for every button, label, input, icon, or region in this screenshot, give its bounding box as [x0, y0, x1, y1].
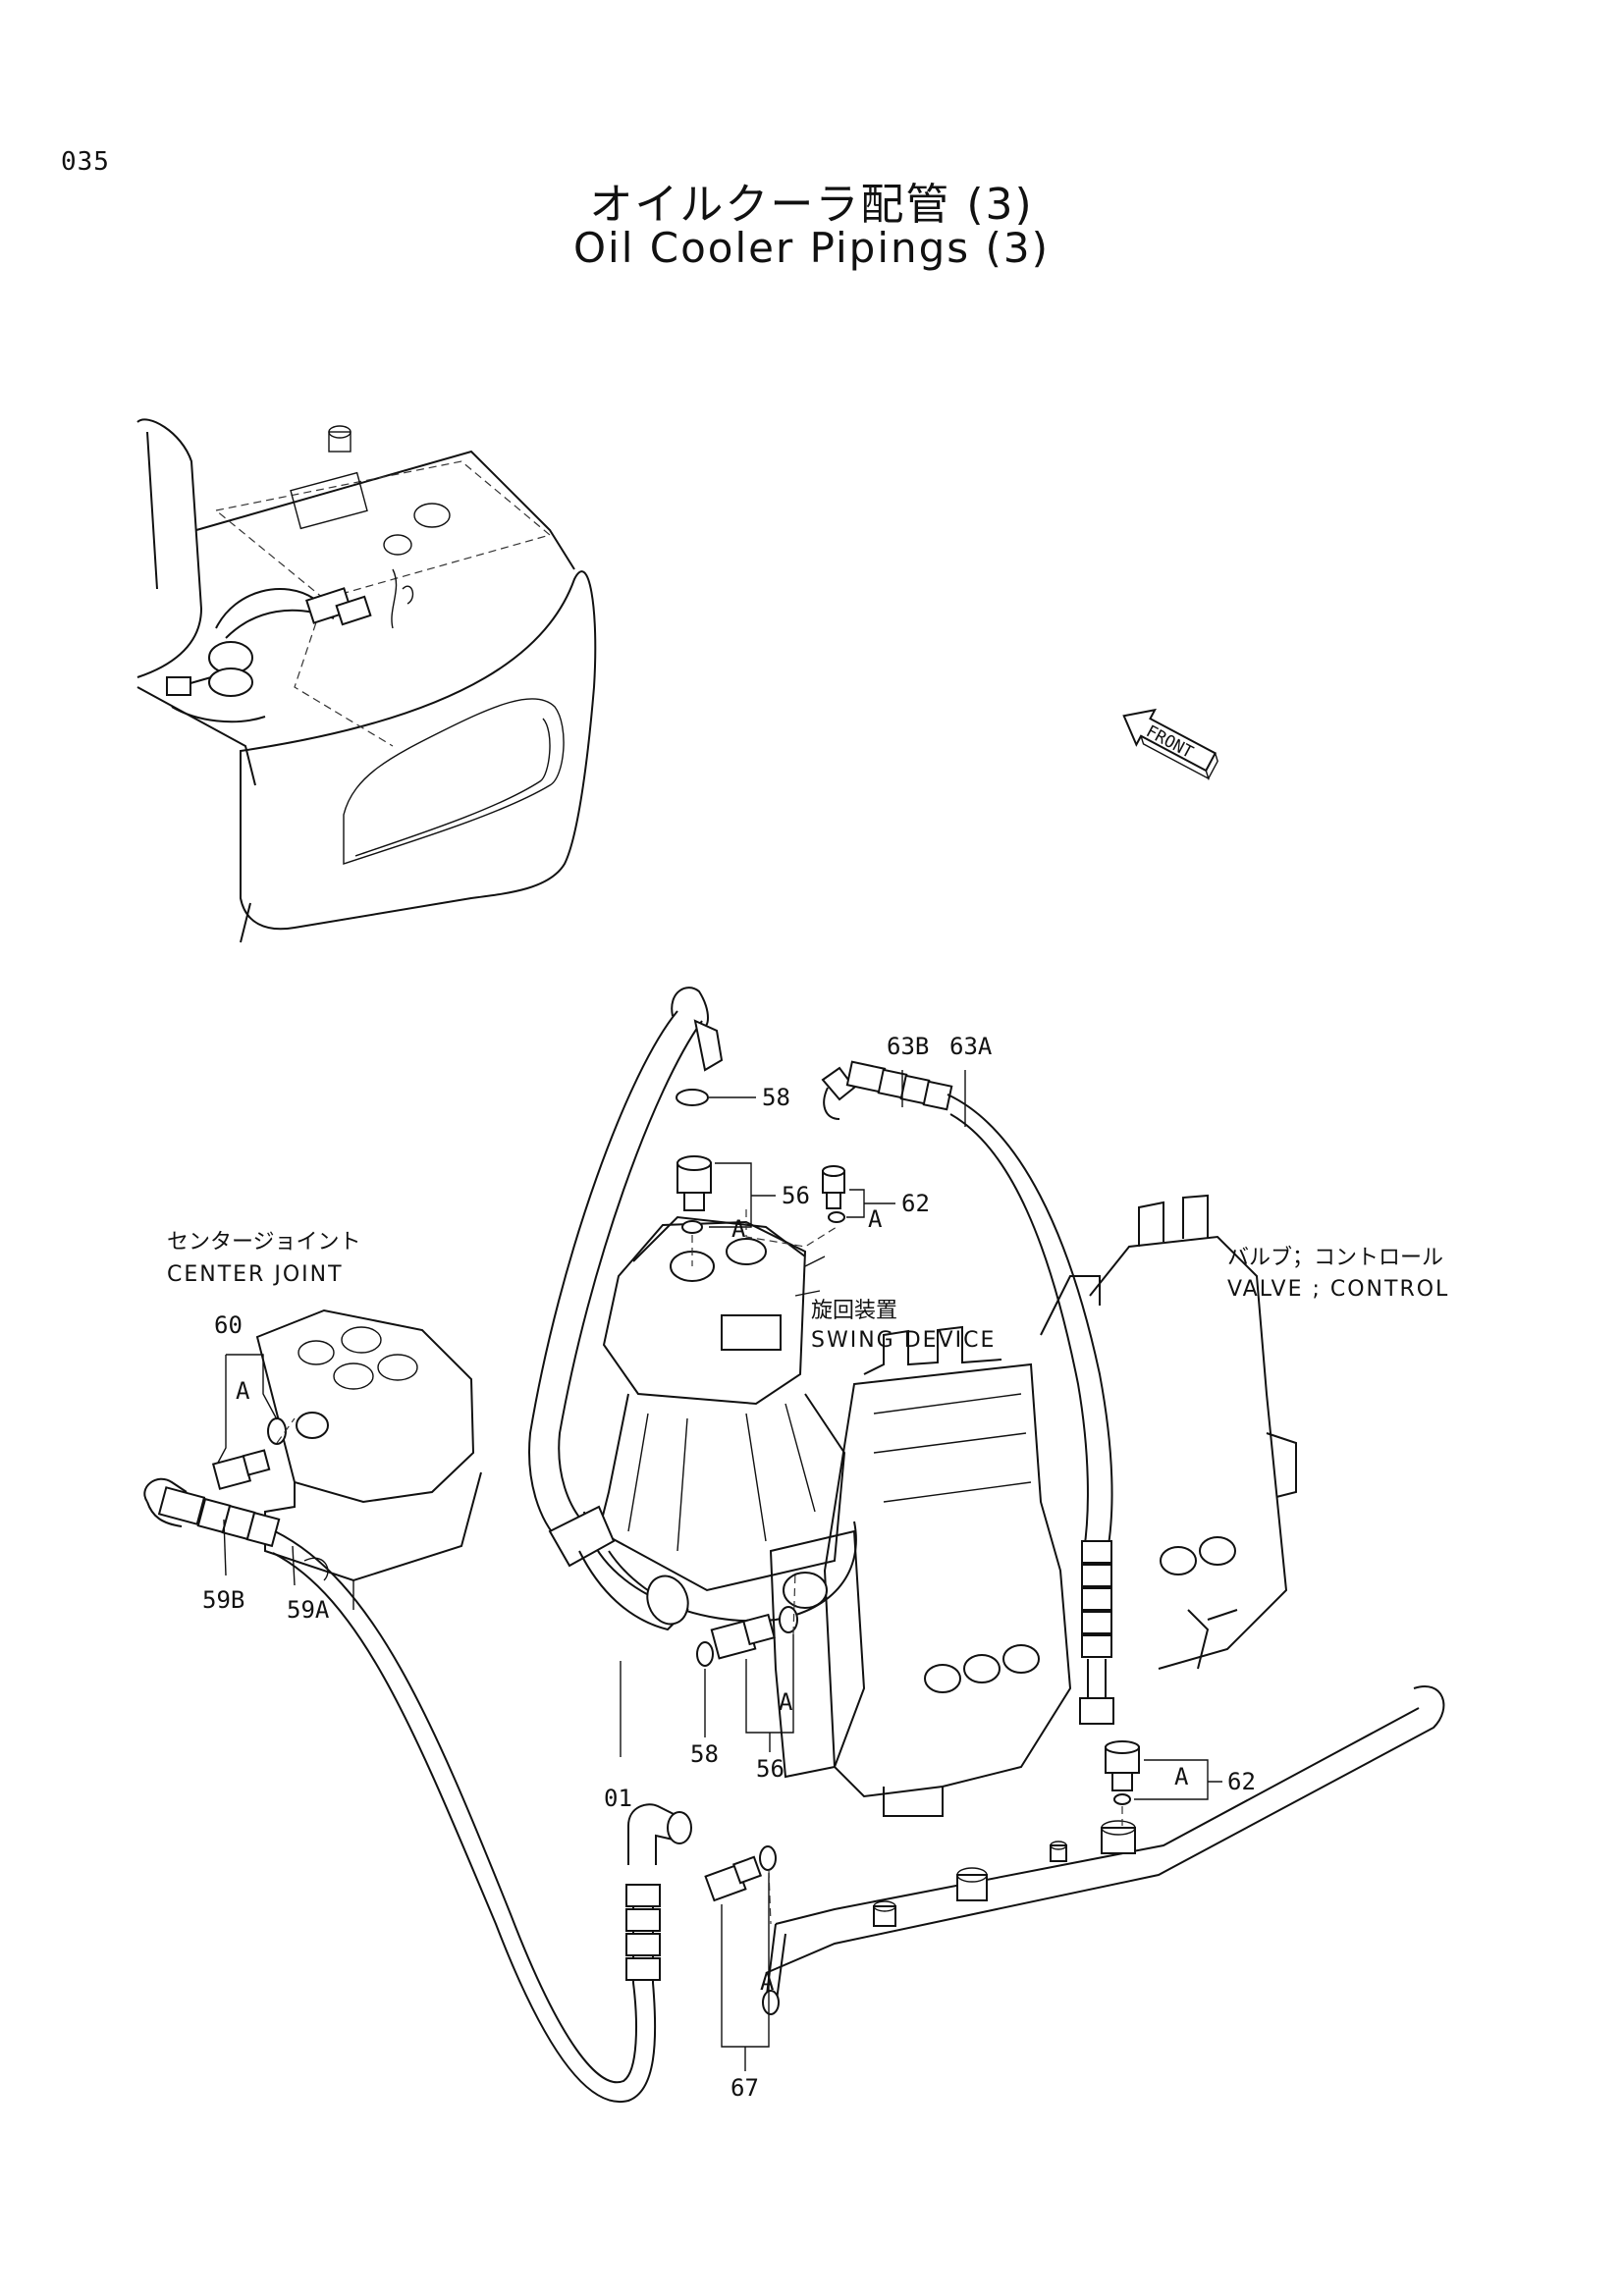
part-label-60: 60: [214, 1311, 243, 1339]
fitting-62-upper: [822, 1165, 845, 1209]
part-label-63b: 63B: [887, 1033, 929, 1060]
part-label-62-upper: 62: [901, 1190, 930, 1217]
o-ring-58-lower: [696, 1641, 714, 1667]
part-label-58-lower: 58: [690, 1740, 719, 1768]
valve-label-jp: バルブ；コントロール: [1227, 1246, 1443, 1270]
o-ring-62-upper: [828, 1211, 845, 1223]
hose-59: [143, 1477, 692, 2104]
ref-a-62-lower: A: [1174, 1763, 1189, 1790]
o-ring-upper-a: [681, 1220, 703, 1234]
valve-label-en: VALVE ; CONTROL: [1227, 1277, 1449, 1302]
part-label-56-upper: 56: [782, 1182, 810, 1209]
page-title-english: Oil Cooler Pipings (3): [573, 224, 1050, 272]
ref-a-56-lower: A: [779, 1688, 793, 1716]
page-title-japanese: オイルクーラ配管 (3): [589, 180, 1034, 230]
ref-a-62-upper: A: [868, 1205, 883, 1233]
o-ring-67: [759, 1845, 777, 1871]
front-direction-arrow: FRONT: [1122, 708, 1218, 780]
swing-device-label-en: SWING DEVICE: [811, 1328, 996, 1353]
hose-63: [821, 1060, 1114, 1725]
o-ring-58-upper: [676, 1089, 709, 1106]
part-label-63a: 63A: [949, 1033, 993, 1060]
fitting-56-upper: [676, 1155, 712, 1211]
pipe-01: [528, 987, 724, 1631]
part-label-56-lower: 56: [756, 1755, 784, 1783]
machine-overview-illustration: [136, 418, 597, 943]
part-label-01: 01: [604, 1785, 632, 1812]
part-label-62-lower: 62: [1227, 1768, 1256, 1795]
o-ring-62-lower: [1113, 1793, 1131, 1805]
center-joint-label-en: CENTER JOINT: [167, 1262, 344, 1287]
page-number: 035: [61, 147, 110, 177]
return-pipe: [762, 1685, 1445, 2015]
o-ring-60: [267, 1417, 287, 1445]
ref-a-67: A: [760, 1968, 775, 1996]
ref-a-60: A: [236, 1377, 250, 1405]
o-ring-56-lower: [779, 1606, 798, 1633]
swing-device-label-jp: 旋回装置: [811, 1299, 897, 1323]
center-joint-label-jp: センタージョイント: [167, 1230, 361, 1255]
fitting-60: [211, 1449, 271, 1490]
part-label-67: 67: [730, 2074, 759, 2102]
fitting-67: [704, 1855, 763, 1902]
swing-device-illustration: [583, 1215, 857, 1623]
fitting-56-lower: [710, 1613, 776, 1660]
part-label-59a: 59A: [287, 1596, 330, 1624]
leader-lines: [217, 1070, 1222, 2071]
part-label-59b: 59B: [202, 1586, 244, 1614]
fitting-62-lower: [1105, 1740, 1140, 1791]
part-label-58-upper: 58: [762, 1084, 790, 1111]
control-valve-illustration: [769, 1194, 1297, 1817]
ref-a-56-upper: A: [731, 1215, 746, 1243]
center-joint-illustration: [255, 1308, 482, 1610]
